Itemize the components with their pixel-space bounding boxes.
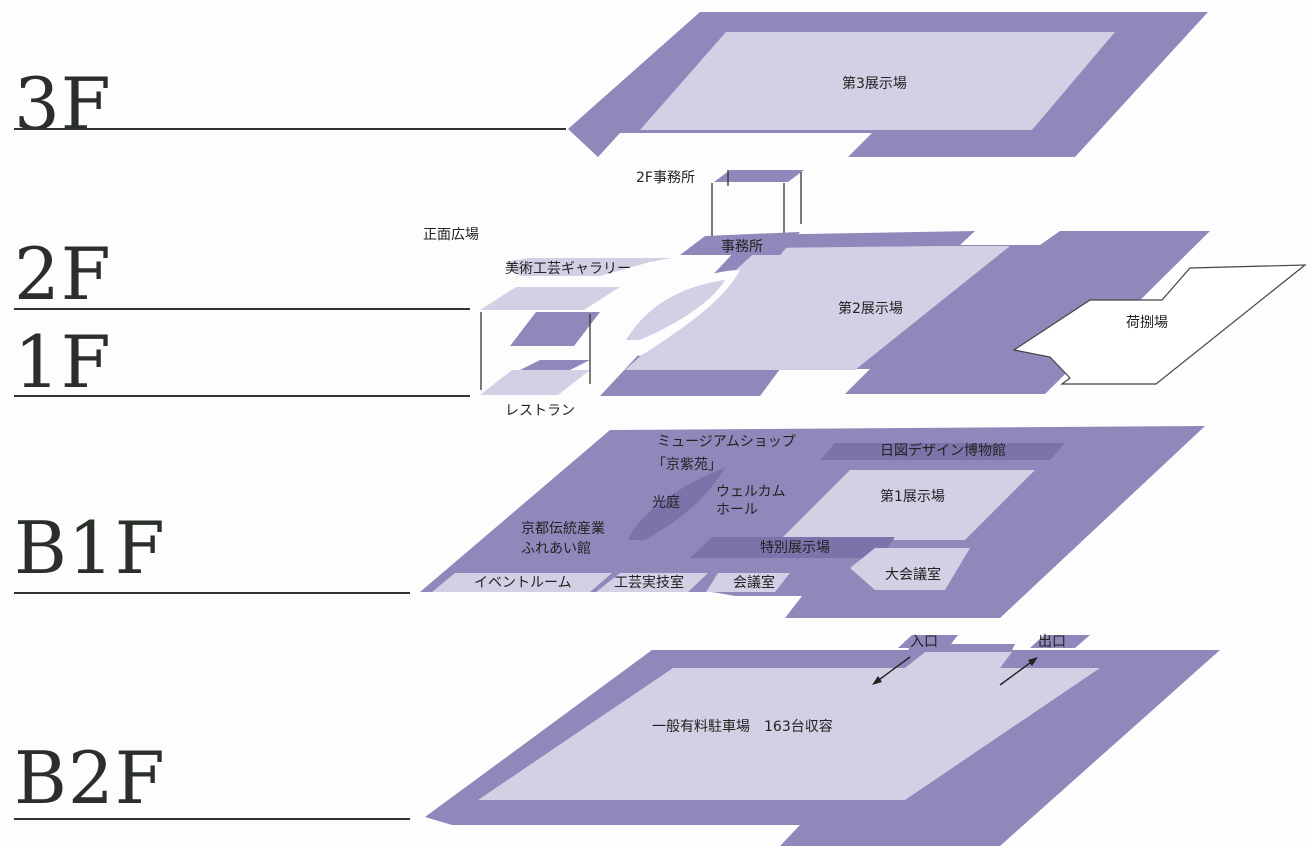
label-front-plaza: 正面広場 (423, 227, 479, 243)
office-2f-box (711, 170, 804, 237)
floor-label-2f: 2F (14, 232, 112, 316)
floor-b2f-plan (425, 635, 1220, 846)
label-museum-shop: ミュージアムショップ (657, 434, 796, 450)
label-restaurant: レストラン (505, 403, 575, 419)
label-exhibition-1: 第1展示場 (880, 489, 945, 505)
label-nichizu-museum: 日図デザイン博物館 (880, 443, 1006, 459)
floor-label-1f: 1F (14, 320, 112, 404)
label-exit: 出口 (1038, 634, 1066, 650)
floor-line-b1f (14, 592, 410, 594)
label-special-exhibition: 特別展示場 (760, 540, 830, 556)
label-office-2f: 2F事務所 (636, 170, 695, 186)
label-parking: 一般有料駐車場 163台収容 (652, 719, 833, 735)
label-crafts-1: 京都伝統産業 (521, 521, 605, 537)
floor-line-3f (14, 128, 566, 130)
label-event-room: イベントルーム (474, 575, 572, 591)
label-exhibition-2: 第2展示場 (838, 301, 903, 317)
label-welcome-hall-2: ホール (716, 502, 758, 518)
label-light-court: 光庭 (652, 495, 680, 511)
label-craft-demo-room: 工芸実技室 (614, 575, 684, 591)
floor-line-b2f (14, 818, 410, 820)
floor-line-1f (14, 395, 470, 397)
floor-3f-plan (568, 12, 1208, 157)
floor-b1f-plan (420, 426, 1205, 618)
label-museum-shop-name: 「京紫苑」 (652, 457, 722, 473)
label-exhibition-3: 第3展示場 (842, 76, 907, 92)
floor-line-2f (14, 308, 470, 310)
label-gallery: 美術工芸ギャラリー (505, 261, 631, 277)
floor-label-b2f: B2F (14, 736, 166, 820)
floor-label-b1f: B1F (14, 506, 166, 590)
label-loading-dock: 荷捌場 (1126, 315, 1168, 331)
floor-2f-1f-plan (480, 231, 1307, 396)
label-meeting-room: 会議室 (733, 575, 775, 591)
label-office: 事務所 (721, 239, 763, 255)
label-crafts-2: ふれあい館 (521, 541, 591, 557)
label-entrance: 入口 (910, 634, 938, 650)
label-welcome-hall-1: ウェルカム (716, 484, 786, 500)
label-large-meeting-room: 大会議室 (885, 567, 941, 583)
